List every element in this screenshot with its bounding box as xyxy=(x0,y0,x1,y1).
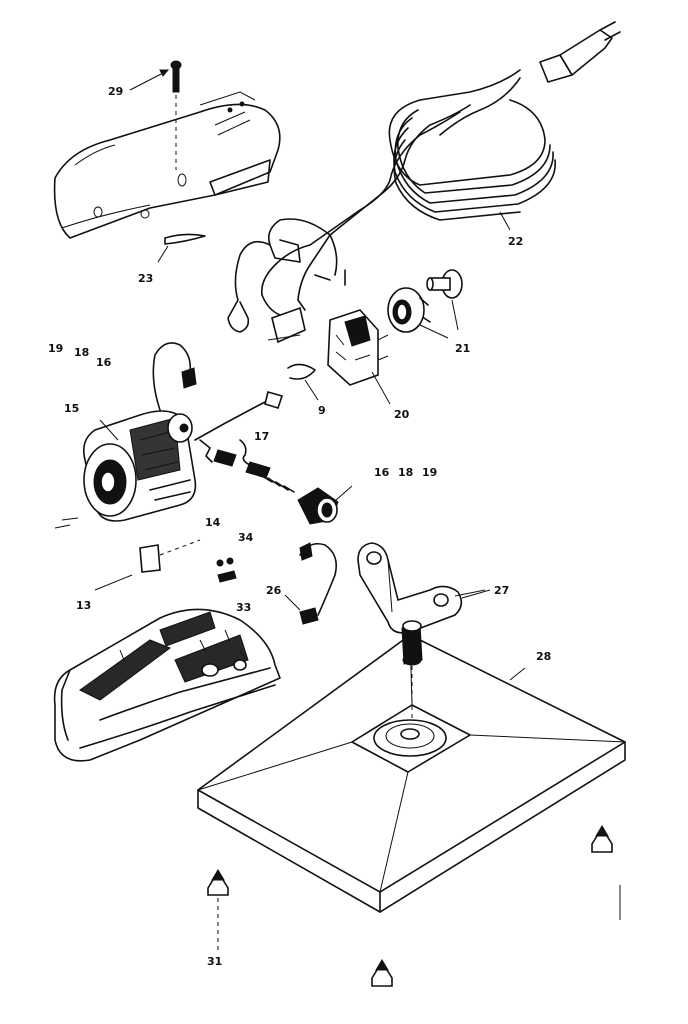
housing-upper-part xyxy=(53,91,281,239)
callout-16-second: 16 xyxy=(374,466,390,479)
housing-lower-part-13 xyxy=(53,574,281,762)
callout-29: 29 xyxy=(108,85,123,98)
tab-part-14 xyxy=(54,517,201,573)
brush-cap-part-16 xyxy=(297,485,353,525)
callout-20: 20 xyxy=(394,408,410,421)
callout-18-second: 18 xyxy=(398,466,413,479)
callout-27: 27 xyxy=(494,584,509,597)
switch-part-20 xyxy=(327,309,391,405)
clip-part-9 xyxy=(287,363,319,401)
callout-19-second: 19 xyxy=(422,466,437,479)
screw-part-29 xyxy=(170,60,182,170)
callout-33: 33 xyxy=(236,601,251,614)
lead-wire-part-16 xyxy=(152,342,284,441)
callout-16: 16 xyxy=(96,356,112,369)
foot-part-31 xyxy=(207,869,229,950)
nut-part-21 xyxy=(387,287,431,333)
callout-17: 17 xyxy=(254,430,269,443)
callout-23: 23 xyxy=(138,272,153,285)
cord-set-part-22 xyxy=(309,21,621,246)
callout-labels: 29 22 23 21 19 18 16 15 9 20 17 16 18 19… xyxy=(48,85,551,968)
callout-13: 13 xyxy=(76,599,91,612)
wire-harness xyxy=(227,218,346,344)
brush-part-17 xyxy=(199,439,295,493)
clip-part-26 xyxy=(284,542,338,625)
motor-field-part-15 xyxy=(82,410,197,522)
foot-right xyxy=(591,825,621,920)
callout-18: 18 xyxy=(74,346,89,359)
callout-21: 21 xyxy=(455,342,470,355)
callout-31: 31 xyxy=(207,955,222,968)
callout-26: 26 xyxy=(266,584,282,597)
bracket-part-27 xyxy=(357,542,486,725)
base-part-28 xyxy=(197,634,626,913)
leader-lines xyxy=(129,69,491,599)
foot-left xyxy=(371,959,393,987)
callout-28: 28 xyxy=(536,650,551,663)
callout-14: 14 xyxy=(205,516,221,529)
callout-22: 22 xyxy=(508,235,523,248)
callout-9: 9 xyxy=(318,404,326,417)
callout-15: 15 xyxy=(64,402,79,415)
callout-19: 19 xyxy=(48,342,63,355)
callout-34: 34 xyxy=(238,531,254,544)
button-part-21 xyxy=(419,269,463,339)
clip-part-23 xyxy=(157,233,206,263)
screw-part-33 xyxy=(216,557,237,583)
